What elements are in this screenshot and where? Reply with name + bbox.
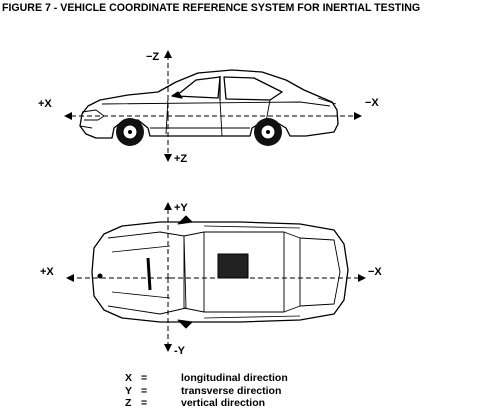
axis-legend: X = longitudinal direction Y = transvers…	[125, 372, 288, 410]
front-grille	[146, 257, 152, 291]
legend-row-z: Z = vertical direction	[125, 397, 288, 410]
legend-description: longitudinal direction	[181, 372, 288, 385]
legend-row-y: Y = transverse direction	[125, 385, 288, 398]
hood-emblem	[97, 273, 103, 279]
side-neg-x-label: −X	[365, 97, 379, 109]
legend-description: transverse direction	[181, 384, 282, 397]
top-neg-y-label: -Y	[174, 345, 185, 357]
side-pos-z-label: +Z	[174, 153, 188, 165]
legend-equals: =	[141, 384, 148, 397]
rear-wheel	[254, 118, 282, 146]
front-wheel	[116, 118, 144, 146]
side-neg-z-label: −Z	[146, 51, 160, 63]
legend-description: vertical direction	[181, 397, 266, 410]
legend-equals: =	[141, 372, 148, 385]
legend-row-x: X = longitudinal direction	[125, 372, 288, 385]
legend-equals: =	[141, 397, 148, 410]
legend-symbol: Y	[125, 384, 133, 397]
legend-symbol: X	[125, 372, 133, 385]
top-pos-y-label: +Y	[174, 202, 188, 214]
legend-symbol: Z	[125, 397, 132, 410]
figure-title: FIGURE 7 - VEHICLE COORDINATE REFERENCE …	[2, 2, 421, 14]
top-neg-x-label: −X	[368, 266, 382, 278]
sunroof	[217, 253, 249, 279]
top-pos-x-label: +X	[40, 266, 54, 278]
side-pos-x-label: +X	[38, 98, 52, 110]
top-view-car	[91, 215, 349, 329]
